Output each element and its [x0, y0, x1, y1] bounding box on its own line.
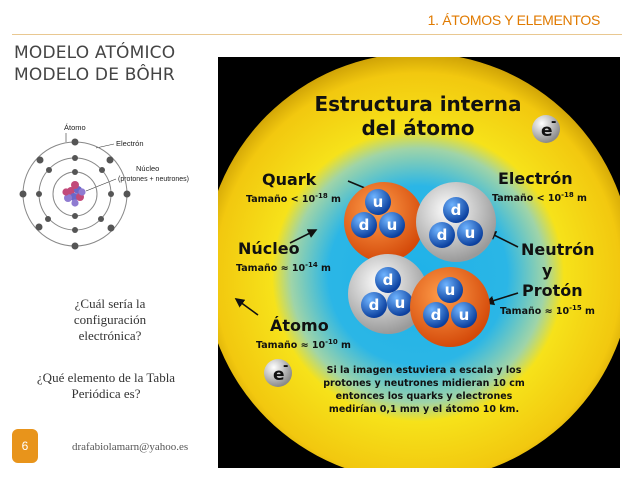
footer-email: drafabiolamarn@yahoo.es [72, 441, 188, 453]
electron-label: Electrón [498, 169, 573, 188]
title-divider [12, 34, 622, 35]
and-label: y [542, 261, 553, 280]
atom-label: Átomo [270, 316, 329, 335]
scale-note-line-4: medirían 0,1 mm y el átomo 10 km. [329, 404, 519, 415]
quark-label: Quark [262, 170, 317, 189]
proton-label: Protón [522, 281, 583, 300]
quark-size-label: Tamaño < 10-18 m [246, 192, 341, 205]
slide-title-line-1: MODELO ATÓMICO [14, 42, 175, 64]
question-configuration: ¿Cuál sería la configuración electrónica… [40, 296, 180, 344]
electron-charge-bottom: - [283, 359, 288, 374]
quark-up-2: u [387, 216, 398, 234]
electron-size-label: Tamaño < 10-18 m [492, 191, 587, 204]
quark-up-4: u [395, 294, 406, 312]
nucleus-label: Núcleo [238, 239, 300, 258]
quark-down-3: d [437, 226, 448, 244]
proton-top-left: u d u [344, 182, 424, 262]
scale-note-line-1: Si la imagen estuviera a escala y los [327, 365, 522, 376]
neutron-label: Neutrón [521, 240, 595, 259]
atom-size-label: Tamaño ≈ 10-10 m [256, 338, 351, 351]
bohr-atom-label: Átomo [64, 123, 86, 132]
atom-title-line-2: del átomo [361, 116, 474, 140]
quark-up-6: u [459, 306, 470, 324]
quark-up-5: u [445, 281, 456, 299]
electron-charge-top: - [551, 115, 556, 130]
quark-up-1: u [373, 193, 384, 211]
quark-down-1: d [359, 216, 370, 234]
electron-particle-top: e - [532, 115, 560, 143]
quark-down-5: d [369, 296, 380, 314]
slide-number-badge: 6 [12, 429, 38, 463]
question-1-line-2: configuración [40, 312, 180, 328]
question-element: ¿Qué elemento de la Tabla Periódica es? [6, 370, 206, 402]
question-1-line-3: electrónica? [40, 328, 180, 344]
nucleus-size-label: Tamaño ≈ 10-14 m [236, 261, 331, 274]
question-1-line-1: ¿Cuál sería la [40, 296, 180, 312]
atom-title-line-1: Estructura interna [314, 92, 521, 116]
question-2-line-1: ¿Qué elemento de la Tabla [6, 370, 206, 386]
quark-up-3: u [465, 224, 476, 242]
bohr-nucleus [62, 181, 85, 207]
question-2-line-2: Periódica es? [6, 386, 206, 402]
quark-down-2: d [451, 201, 462, 219]
bohr-nucleus-label: Núcleo [136, 164, 159, 173]
scale-note-line-3: entonces los quarks y electrones [336, 391, 513, 402]
atom-structure-image: Estructura interna del átomo e - Quark T… [218, 57, 620, 468]
quark-down-4: d [383, 271, 394, 289]
neutron-top-right: d d u [416, 182, 496, 262]
slide-title-line-2: MODELO DE BÔHR [14, 64, 175, 86]
bohr-nucleus-sublabel: (protones + neutrones) [118, 176, 189, 183]
slide-title: MODELO ATÓMICO MODELO DE BÔHR [14, 42, 175, 86]
bohr-nucleus-pointer [86, 179, 116, 191]
proton-size-label: Tamaño ≈ 10-15 m [500, 304, 595, 317]
proton-bottom-right: u d u [410, 267, 490, 347]
bohr-model-diagram: Átomo Electrón Núcleo (protones + neutro… [18, 115, 208, 265]
electron-particle-bottom: e - [264, 359, 292, 387]
section-title: 1. ÁTOMOS Y ELEMENTOS [428, 12, 600, 28]
quark-down-6: d [431, 306, 442, 324]
bohr-electron-label: Electrón [116, 139, 144, 148]
scale-note-line-2: protones y neutrones midieran 10 cm [323, 378, 525, 389]
